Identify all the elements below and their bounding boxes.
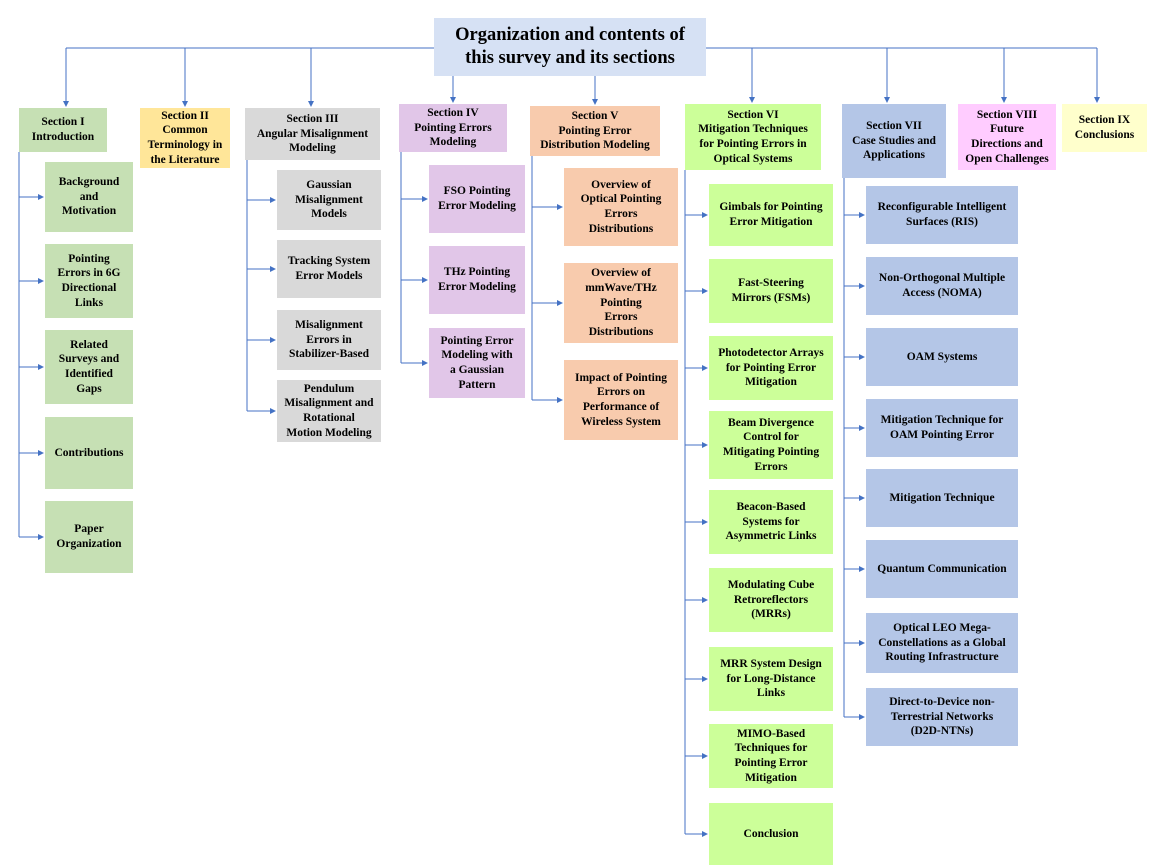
section-7-item: OAM Systems	[866, 328, 1018, 386]
section-1-item: Background and Motivation	[45, 162, 133, 232]
section-5-item: Overview of Optical Pointing Errors Dist…	[564, 168, 678, 246]
section-6-item: MRR System Design for Long-Distance Link…	[709, 647, 833, 711]
section-7-header: Section VII Case Studies and Application…	[842, 104, 946, 178]
section-4-header: Section IV Pointing Errors Modeling	[399, 104, 507, 152]
section-1-item: Contributions	[45, 417, 133, 489]
section-7-item: Direct-to-Device non- Terrestrial Networ…	[866, 688, 1018, 746]
section-1-item: Paper Organization	[45, 501, 133, 573]
section-6-item: Modulating Cube Retroreflectors (MRRs)	[709, 568, 833, 632]
section-7-item: Quantum Communication	[866, 540, 1018, 598]
section-6-header: Section VI Mitigation Techniques for Poi…	[685, 104, 821, 170]
section-6-item: MIMO-Based Techniques for Pointing Error…	[709, 724, 833, 788]
section-6-item: Gimbals for Pointing Error Mitigation	[709, 184, 833, 246]
section-7-item: Mitigation Technique for OAM Pointing Er…	[866, 399, 1018, 457]
section-6-item: Photodetector Arrays for Pointing Error …	[709, 336, 833, 400]
section-7-item: Mitigation Technique	[866, 469, 1018, 527]
section-9-header: Section IX Conclusions	[1062, 104, 1147, 152]
section-4-item: Pointing Error Modeling with a Gaussian …	[429, 328, 525, 398]
section-4-item: THz Pointing Error Modeling	[429, 246, 525, 314]
section-1-item: Related Surveys and Identified Gaps	[45, 330, 133, 404]
section-6-item: Beam Divergence Control for Mitigating P…	[709, 411, 833, 479]
section-6-item: Conclusion	[709, 803, 833, 865]
section-5-header: Section V Pointing Error Distribution Mo…	[530, 106, 660, 156]
section-7-item: Non-Orthogonal Multiple Access (NOMA)	[866, 257, 1018, 315]
section-4-item: FSO Pointing Error Modeling	[429, 165, 525, 233]
section-6-item: Beacon-Based Systems for Asymmetric Link…	[709, 490, 833, 554]
section-6-item: Fast-Steering Mirrors (FSMs)	[709, 259, 833, 323]
section-2-header: Section II Common Terminology in the Lit…	[140, 108, 230, 168]
section-5-item: Impact of Pointing Errors on Performance…	[564, 360, 678, 440]
section-3-item: Pendulum Misalignment and Rotational Mot…	[277, 380, 381, 442]
section-5-item: Overview of mmWave/THz Pointing Errors D…	[564, 263, 678, 343]
section-7-item: Reconfigurable Intelligent Surfaces (RIS…	[866, 186, 1018, 244]
section-1-header: Section I Introduction	[19, 108, 107, 152]
section-3-item: Tracking System Error Models	[277, 240, 381, 298]
root-title-box: Organization and contents of this survey…	[434, 18, 706, 76]
section-3-item: Misalignment Errors in Stabilizer-Based	[277, 310, 381, 370]
section-3-item: Gaussian Misalignment Models	[277, 170, 381, 230]
section-8-header: Section VIII Future Directions and Open …	[958, 104, 1056, 170]
section-3-header: Section III Angular Misalignment Modelin…	[245, 108, 380, 160]
section-7-item: Optical LEO Mega- Constellations as a Gl…	[866, 613, 1018, 673]
section-1-item: Pointing Errors in 6G Directional Links	[45, 244, 133, 318]
